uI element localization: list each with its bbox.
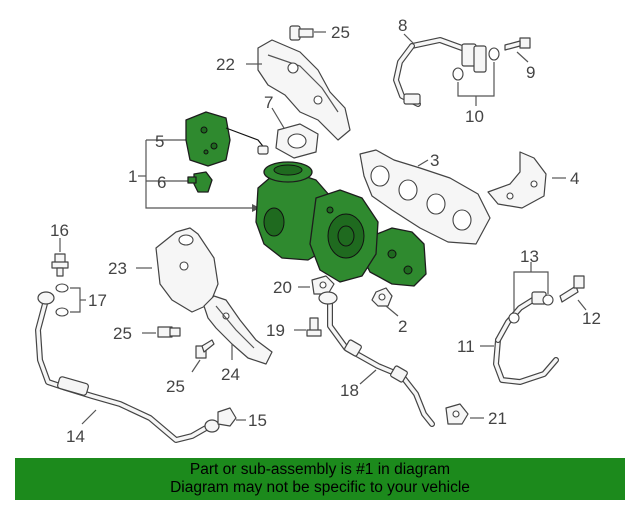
part-8-oil-line[interactable] [393,37,487,107]
part-3-manifold-gasket[interactable] [359,149,491,245]
callout-21: 21 [488,409,507,428]
part-5-wastegate-actuator[interactable] [185,111,269,167]
callout-18: 18 [340,381,359,400]
part-16-bolt[interactable] [51,253,69,277]
part-2-nut[interactable] [371,287,393,307]
part-13-washers[interactable] [508,294,554,324]
part-24-lower-heat-shield[interactable] [203,295,273,365]
callout-10: 10 [465,107,484,126]
part-6-sensor[interactable] [187,171,213,193]
parts-diagram: 22 25 7 8 9 10 [35,16,601,446]
part-25-bolt-top[interactable] [289,25,314,41]
part-10-washers[interactable] [452,47,500,81]
callout-6: 6 [157,173,166,192]
callout-17: 17 [88,291,107,310]
part-20-gasket[interactable] [311,275,335,295]
part-22-heat-shield[interactable] [257,39,351,141]
info-banner: Part or sub-assembly is #1 in diagram Di… [15,458,625,500]
part-14-oil-feed-line[interactable] [35,291,220,443]
callout-3: 3 [430,151,439,170]
banner-line-2: Diagram may not be specific to your vehi… [170,479,470,496]
callout-20: 20 [273,278,292,297]
callout-16: 16 [50,221,69,240]
callout-8: 8 [398,16,407,35]
callout-4: 4 [570,169,579,188]
part-17-washers[interactable] [55,283,69,317]
callout-24: 24 [221,365,240,384]
part-21-gasket[interactable] [445,403,469,425]
callout-14: 14 [66,427,85,446]
callout-19: 19 [266,321,285,340]
callout-23: 23 [108,259,127,278]
part-25-bolt-left[interactable] [157,326,181,338]
callout-25-lower: 25 [166,377,185,396]
part-7-gasket[interactable] [275,123,319,159]
part-11-coolant-line[interactable] [493,291,559,385]
turbocharger-assembly[interactable] [255,161,427,287]
part-15-gasket[interactable] [217,407,237,427]
callout-25-top: 25 [331,23,350,42]
callout-15: 15 [248,411,267,430]
callout-11: 11 [457,337,475,356]
callout-12: 12 [582,309,601,328]
callout-25-left: 25 [113,324,132,343]
part-12-bolt[interactable] [559,275,585,303]
part-19-banjo-bolt[interactable] [306,317,322,337]
callout-9: 9 [526,63,535,82]
callout-1: 1 [128,167,137,186]
callout-7: 7 [264,93,273,112]
callout-13: 13 [520,247,539,266]
callout-5: 5 [155,132,164,151]
callout-2: 2 [398,317,407,336]
part-4-bracket[interactable] [487,151,547,209]
part-25-bolt-lower[interactable] [195,339,215,359]
part-18-oil-return-line[interactable] [318,291,435,427]
part-9-bolt[interactable] [504,37,531,51]
part-23-heat-shield[interactable] [155,227,219,313]
banner-line-1: Part or sub-assembly is #1 in diagram [189,461,451,478]
callout-22: 22 [216,55,235,74]
